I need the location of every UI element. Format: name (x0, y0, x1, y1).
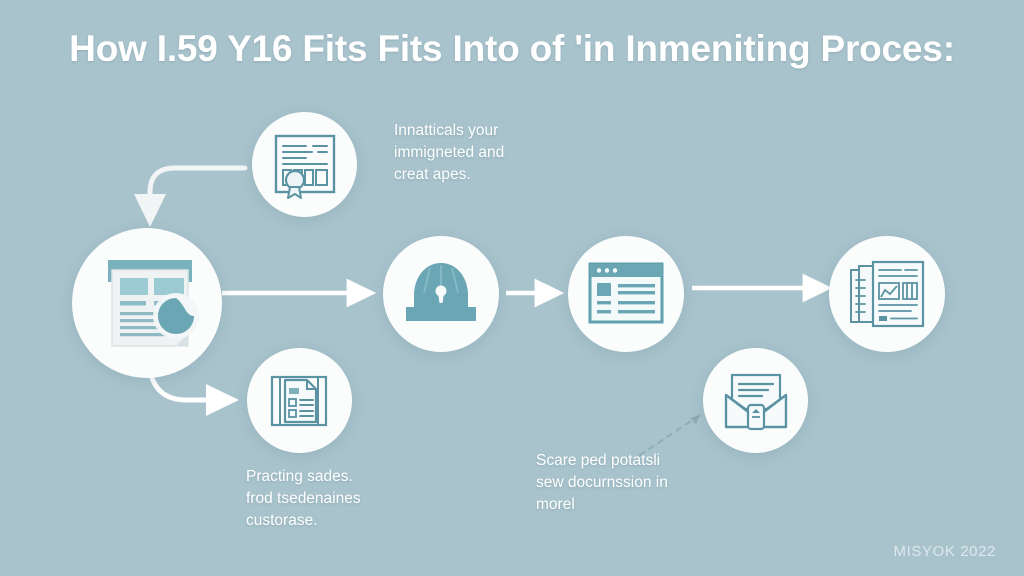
callout-top-line-1: Innatticals your (394, 122, 499, 139)
document-checklist-icon (270, 375, 327, 426)
open-envelope-icon (724, 373, 787, 430)
callout-bottom-left: Practing sades. frod tsedenaines custora… (246, 466, 361, 532)
courthouse-keyhole-icon (406, 263, 476, 321)
callout-bottom-left-line-1: Practing sades. (246, 468, 353, 485)
node-checklist[interactable] (247, 348, 352, 453)
arrow-certificate-branch (134, 165, 248, 227)
node-notification[interactable] (703, 348, 808, 453)
callout-bottom-left-line-3: custorase. (246, 512, 318, 529)
footer-credit: MISYOK 2022 (893, 543, 996, 560)
arrow-portal-to-notification (638, 413, 702, 457)
callout-bottom-right-line-3: morel (536, 496, 575, 513)
callout-bottom-right-line-1: Scare ped potatsli (536, 452, 661, 469)
browser-window-icon (588, 262, 664, 324)
callout-bottom-right-line-2: sew docurnssion in (536, 474, 668, 491)
page-title: How I.59 Y16 Fits Fits Into of 'in Inmen… (69, 28, 955, 69)
node-source-document[interactable] (72, 228, 222, 378)
callout-bottom-left-line-2: frod tsedenaines (246, 490, 361, 507)
certificate-seal-icon (274, 134, 335, 199)
node-certificate[interactable] (252, 112, 357, 217)
node-reports[interactable] (829, 236, 945, 352)
node-authority[interactable] (383, 236, 499, 352)
newspaper-badge-icon (108, 260, 199, 347)
callout-top: Innatticals your immigneted and creat ap… (394, 120, 504, 186)
callout-top-line-3: creat apes. (394, 166, 471, 183)
callout-top-line-2: immigneted and (394, 144, 505, 161)
stacked-reports-icon (850, 260, 925, 328)
node-portal[interactable] (568, 236, 684, 352)
callout-bottom-right: Scare ped potatsli sew docurnssion in mo… (536, 450, 668, 516)
